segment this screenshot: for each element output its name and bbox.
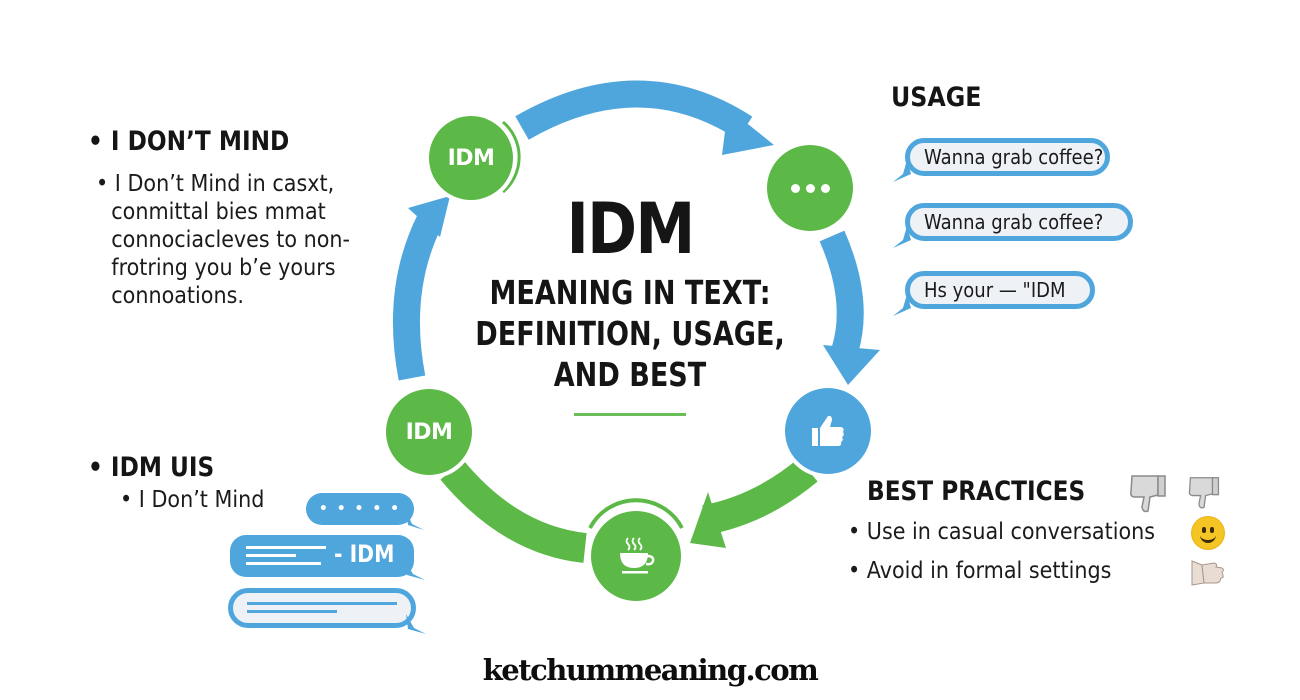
cycle-node-thumbs-up — [785, 388, 871, 474]
chat-idm-label: - IDM — [334, 540, 395, 568]
usage-bubble: Wanna grab coffee? — [905, 203, 1133, 241]
cycle-node-dots — [767, 145, 853, 231]
thumbs-down-icon — [1188, 477, 1220, 509]
arrow-head-top — [722, 108, 774, 155]
subtitle-line: AND BEST — [553, 355, 707, 394]
bullet: • — [96, 171, 109, 197]
title-underline — [574, 413, 686, 416]
thumbs-down-icon — [1130, 475, 1166, 513]
arrow-head-right — [823, 345, 880, 385]
ellipsis-icon — [790, 183, 830, 193]
site-footer: ketchummeaning.com — [482, 653, 819, 687]
definition-text: • I Don’t Mind in casxt, conmittal bies … — [96, 171, 351, 309]
typing-dots: • • • • • — [318, 501, 402, 517]
hand-icon — [1191, 560, 1224, 586]
bubble-tail — [893, 294, 911, 316]
bubble-tail — [893, 226, 911, 248]
page-title: IDM — [566, 188, 695, 270]
subtitle-line: MEANING IN TEXT: — [489, 273, 771, 312]
arrow-left — [392, 213, 443, 381]
usage-heading: USAGE — [891, 82, 982, 113]
arrow-right — [819, 230, 864, 354]
arrow-head-left — [408, 196, 450, 237]
usage-bubble: Wanna grab coffee? — [905, 138, 1110, 176]
bubble-tail — [406, 510, 424, 530]
idm-uis-item: • I Don’t Mind — [120, 487, 265, 513]
chat-bubble-typing: • • • • • — [306, 493, 414, 525]
cycle-node-idm-top: IDM — [429, 116, 513, 200]
arrow-bottom-left — [440, 460, 587, 563]
best-practice-item: • Avoid in formal settings — [848, 558, 1112, 584]
thumbs-up-icon — [812, 415, 844, 446]
best-practice-item: • Use in casual conversations — [848, 519, 1156, 545]
cycle-node-coffee — [591, 511, 681, 601]
chat-bubble-empty — [228, 588, 416, 628]
cycle-node-idm-left: IDM — [386, 389, 472, 475]
usage-bubble: Hs your — "IDM — [905, 271, 1095, 309]
bubble-tail — [893, 160, 911, 182]
arrow-top — [515, 80, 753, 140]
subtitle-line: DEFINITION, USAGE, — [475, 314, 785, 353]
definition-heading: • I DON’T MIND — [88, 126, 290, 157]
page-subtitle: MEANING IN TEXT: DEFINITION, USAGE, AND … — [466, 272, 794, 395]
idm-uis-heading: • IDM UIS — [88, 452, 215, 483]
smiley-face-icon — [1192, 517, 1224, 549]
arrow-head-bottom-right — [690, 492, 726, 548]
chat-bubble-idm: - IDM — [230, 535, 414, 577]
best-practices-heading: BEST PRACTICES — [867, 476, 1086, 507]
bubble-tail — [406, 614, 426, 634]
coffee-cup-icon — [620, 537, 655, 574]
bubble-tail — [405, 560, 425, 580]
arrow-bottom-right — [702, 458, 818, 535]
